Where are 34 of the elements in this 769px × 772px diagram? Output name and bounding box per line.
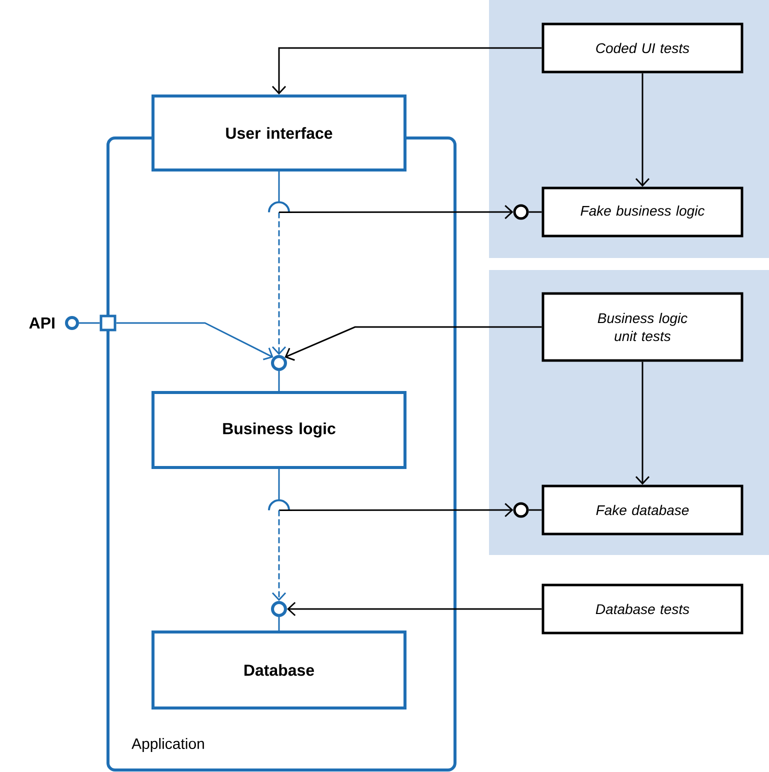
connector [279, 502, 514, 518]
test-box: Business logic unit tests [542, 292, 744, 362]
connector [272, 212, 286, 355]
socket-arc [268, 201, 290, 212]
component-box: Business logic [152, 391, 406, 469]
connector [79, 322, 100, 324]
interface-circle [513, 204, 529, 220]
connector [116, 322, 274, 360]
connector [528, 509, 542, 511]
test-box: Fake database [542, 484, 744, 536]
test-box: Coded UI tests [542, 22, 744, 74]
interface-circle [271, 601, 287, 617]
connector [278, 172, 280, 202]
connector [272, 47, 542, 95]
test-box: Database tests [542, 584, 744, 634]
interface-circle [271, 355, 287, 371]
connector [287, 602, 542, 616]
connector [278, 617, 280, 630]
interface-circle [65, 316, 79, 330]
connector [272, 510, 286, 601]
connector [635, 362, 650, 485]
test-box: Fake business logic [542, 186, 744, 238]
component-box: User interface [152, 94, 406, 172]
component-box: Database [152, 630, 406, 710]
connector [528, 211, 542, 213]
interface-circle [513, 502, 529, 518]
connector [279, 204, 514, 220]
connector [278, 469, 280, 500]
port-square [100, 314, 116, 332]
api-label: API [29, 318, 54, 328]
connector [278, 371, 280, 391]
socket-arc [268, 499, 290, 510]
connector [635, 73, 650, 187]
connector [284, 326, 542, 361]
